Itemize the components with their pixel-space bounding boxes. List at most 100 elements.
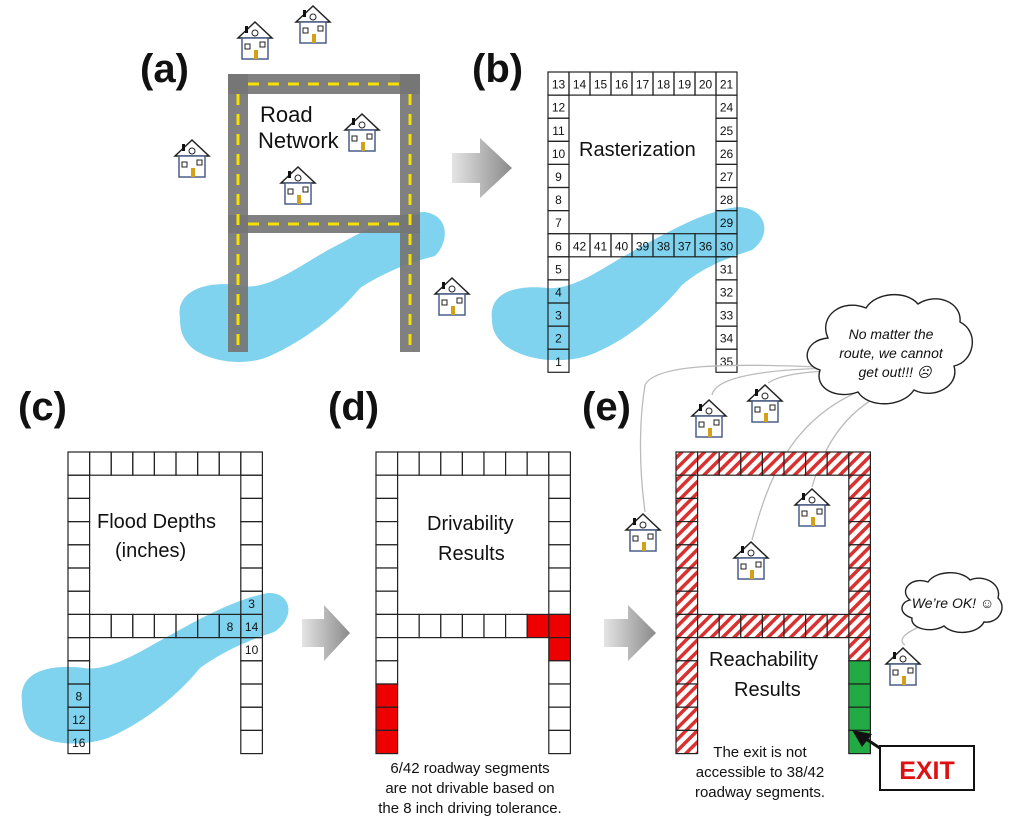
road-segment-cell <box>715 348 738 373</box>
segment-label: 17 <box>636 78 650 92</box>
road-segment-cell <box>67 567 91 592</box>
house-icon <box>237 21 273 60</box>
segment-label: 5 <box>555 262 562 276</box>
road-segment-cell <box>67 451 91 476</box>
segment-label: 16 <box>72 736 86 750</box>
reachability-title-line2: Results <box>734 679 801 701</box>
drivability-title-line1: Drivability <box>427 513 514 535</box>
road-segment-cell <box>804 613 828 639</box>
road-segment-cell <box>375 660 399 685</box>
segment-label: 3 <box>248 597 255 611</box>
road-segment-cell <box>761 451 785 476</box>
road-segment-cell <box>88 613 112 639</box>
flow-arrow-icon <box>452 138 512 198</box>
road-segment-cell <box>483 613 507 639</box>
segment-label: 8 <box>75 690 82 704</box>
segment-label: 18 <box>657 78 671 92</box>
road-segment-cell <box>848 613 871 639</box>
flow-arrow-icon <box>604 605 656 661</box>
road-segment-cell <box>740 613 763 639</box>
road-segment-cell <box>718 613 742 639</box>
road-segment-cell <box>240 706 264 732</box>
house-icon <box>295 5 331 44</box>
road-segment-cell <box>675 706 699 732</box>
panel-d: (d) Drivability Results 6/42 roadway seg… <box>328 385 571 817</box>
road-segment-cell <box>175 451 199 476</box>
road-segment-cell <box>548 706 571 732</box>
reachability-caption-line3: roadway segments. <box>695 784 825 801</box>
panel-e: (e) Reachability Results No matter the r… <box>582 293 1003 801</box>
road-segment-cell <box>548 520 571 546</box>
road-segment-cell <box>548 636 571 662</box>
road-segment-cell <box>783 451 807 476</box>
segment-label: 34 <box>720 332 734 346</box>
house-icon <box>434 277 470 316</box>
segment-label: 39 <box>636 239 650 253</box>
road-segment-cell <box>397 613 420 639</box>
road-segment-cell <box>548 567 571 592</box>
segment-label: 24 <box>720 101 734 115</box>
segment-label: 33 <box>720 309 734 323</box>
road-segment-cell <box>548 660 571 685</box>
road-segment-cell <box>67 729 91 755</box>
road-segment-cell <box>848 590 871 616</box>
road-segment-cell <box>397 451 420 476</box>
flood-depths-title-line2: (inches) <box>115 540 186 562</box>
road-segment-cell <box>675 590 699 616</box>
road-segment-cell <box>675 613 699 639</box>
segment-label: 10 <box>552 147 566 161</box>
flow-arrow-icon <box>302 605 350 661</box>
house-icon <box>691 399 727 438</box>
road-segment-cell <box>218 613 242 639</box>
segment-label: 11 <box>552 124 565 138</box>
road-segment-cell <box>547 348 570 373</box>
road-segment-cell <box>240 497 264 523</box>
road-segment-cell <box>526 451 550 476</box>
stuck-bubble-line3: get out!!! ☹ <box>859 364 933 380</box>
panel-d-label: (d) <box>328 385 379 429</box>
segment-label: 14 <box>245 620 259 634</box>
road-segment-cell <box>675 567 699 592</box>
house-icon <box>280 166 316 205</box>
segment-label: 14 <box>573 78 587 92</box>
road-segment-cell <box>67 590 91 616</box>
road-segment-cell <box>505 451 528 476</box>
segment-label: 15 <box>594 78 608 92</box>
road-segment-cell <box>375 451 399 476</box>
flood-water-c <box>21 592 289 744</box>
segment-label: 6 <box>555 239 562 253</box>
house-icon <box>885 647 921 686</box>
reachability-caption-line1: The exit is not <box>713 744 807 761</box>
road-segment-cell <box>240 544 264 569</box>
road-segment-cell <box>740 451 763 476</box>
road-segment-cell <box>461 613 485 639</box>
road-segment-cell <box>848 474 871 500</box>
road-mid-a <box>228 215 420 233</box>
road-segment-cell <box>375 544 399 569</box>
segment-label: 41 <box>594 239 608 253</box>
road-top-a <box>228 74 420 94</box>
panel-a: (a) Road Network <box>140 5 470 362</box>
segment-label: 29 <box>720 216 734 230</box>
road-segment-cell <box>848 683 871 708</box>
panel-a-label: (a) <box>140 47 189 91</box>
stuck-bubble-line2: route, we cannot <box>839 345 944 361</box>
road-segment-cell <box>548 729 571 755</box>
segment-label: 13 <box>552 78 566 92</box>
road-segment-cell <box>375 520 399 546</box>
road-segment-cell <box>675 520 699 546</box>
road-segment-cell <box>675 636 699 662</box>
road-segment-cell <box>461 451 485 476</box>
road-network-title-line1: Road <box>260 102 313 127</box>
road-segment-cell <box>548 590 571 616</box>
road-segment-cell <box>240 660 264 685</box>
road-segment-cell <box>675 451 699 476</box>
road-segment-cell <box>675 497 699 523</box>
road-segment-cell <box>375 590 399 616</box>
road-segment-cell <box>505 613 528 639</box>
road-segment-cell <box>240 567 264 592</box>
road-segment-cell <box>110 613 134 639</box>
road-segment-cell <box>848 544 871 569</box>
road-segment-cell <box>675 683 699 708</box>
